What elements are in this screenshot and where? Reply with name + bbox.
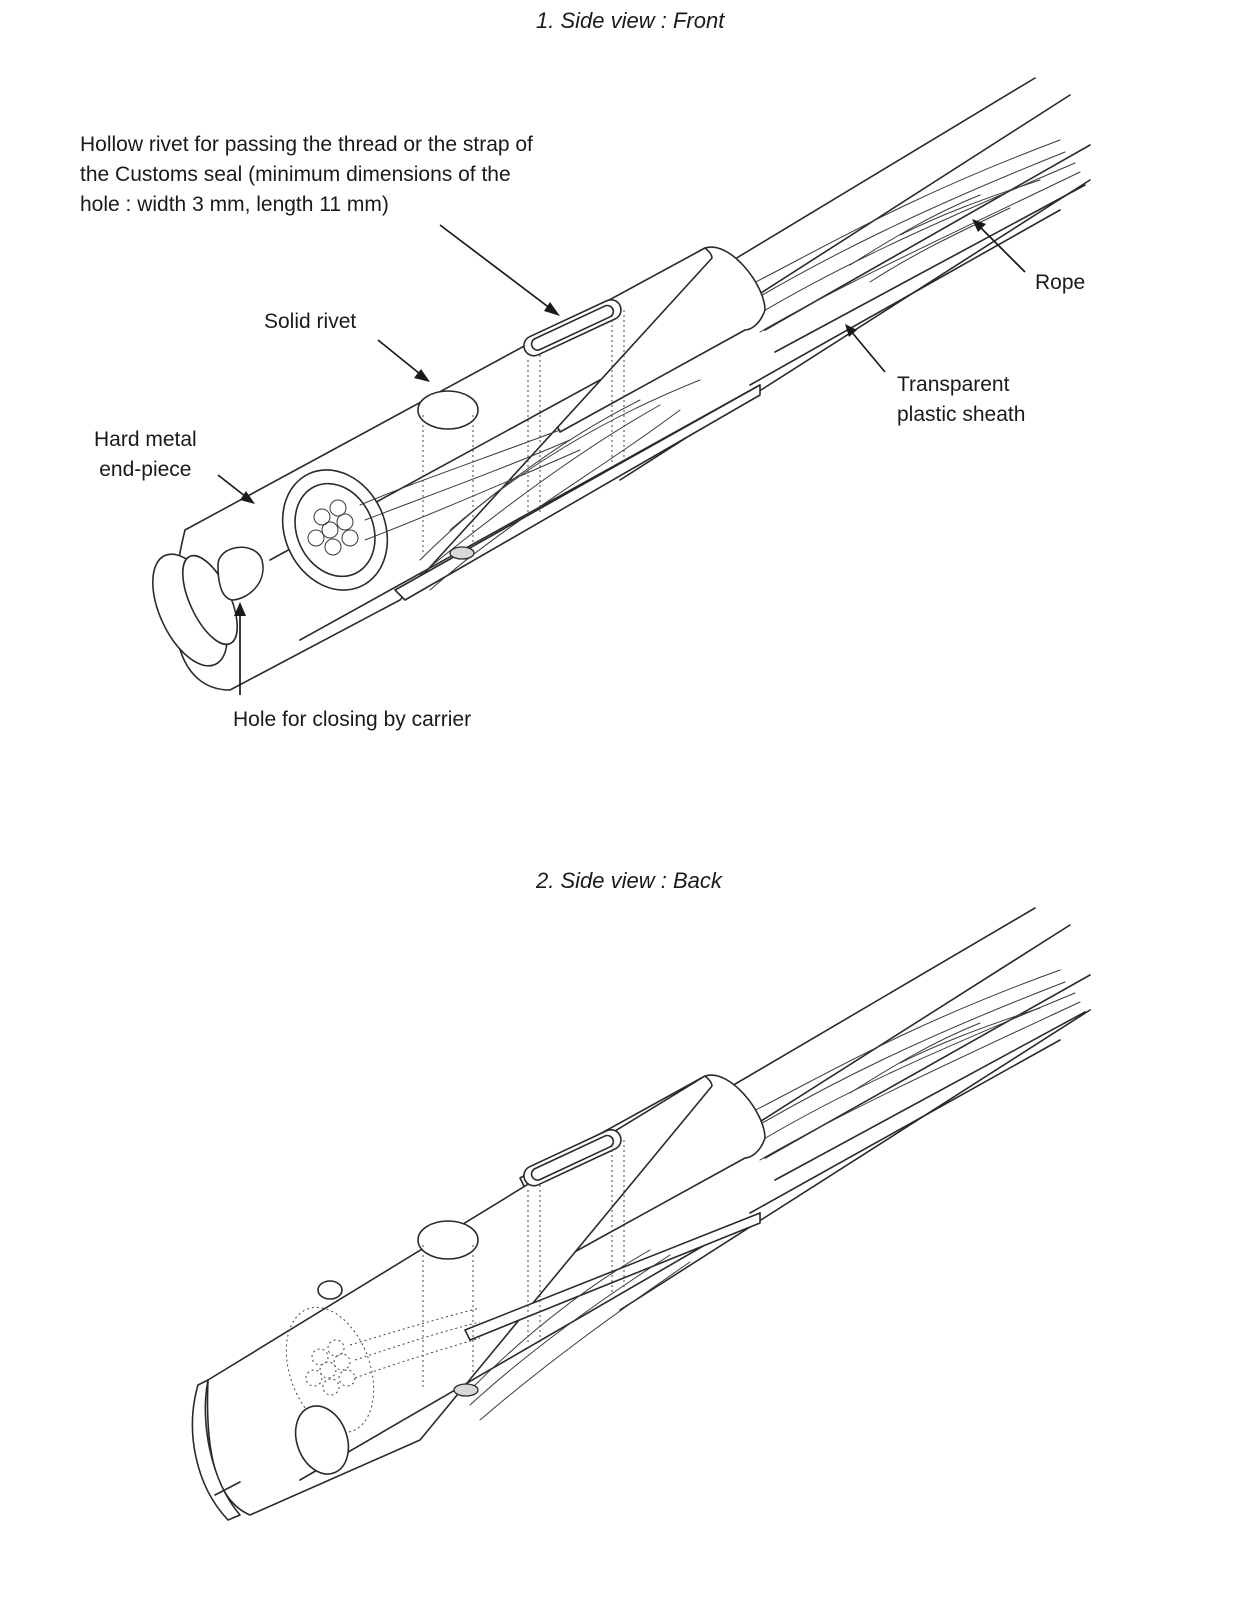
back-hollow-rivet (523, 1129, 622, 1187)
back-metal-tube (206, 1075, 713, 1516)
front-sheath-edge-lower (749, 209, 1061, 386)
hollow-rivet-label-line-2: the Customs seal (minimum dimensions of … (80, 163, 511, 186)
back-view-drawing (191, 907, 1091, 1521)
front-closing-hole (217, 546, 264, 601)
front-rope (724, 77, 1091, 353)
hard-metal-label-line-2: end-piece (99, 458, 192, 481)
back-closing-hole (317, 1280, 343, 1300)
back-tube-end (191, 1379, 241, 1521)
front-solid-rivet (417, 390, 479, 430)
hollow-rivet-label-line-3: hole : width 3 mm, length 11 mm) (80, 193, 389, 216)
hard-metal-end-piece-label: Hard metal end-piece (94, 425, 197, 485)
back-sheath-edge-lower (749, 1039, 1061, 1214)
back-solid-rivet (417, 1220, 479, 1260)
front-hollow-rivet (523, 299, 622, 357)
hard-metal-label-line-1: Hard metal (94, 428, 197, 451)
front-wire-cluster (307, 499, 359, 556)
hollow-rivet-label: Hollow rivet for passing the thread or t… (80, 130, 533, 220)
front-cutaway-strip (394, 384, 761, 601)
front-view-title: 1. Side view : Front (536, 8, 725, 33)
sheath-label-line-2: plastic sheath (897, 403, 1026, 426)
front-view-drawing (152, 77, 1091, 695)
sheath-label-line-1: Transparent (897, 373, 1010, 396)
back-view-title: 2. Side view : Back (536, 868, 722, 893)
solid-rivet-label: Solid rivet (264, 310, 357, 333)
plastic-sheath-label: Transparent plastic sheath (897, 370, 1025, 430)
hollow-rivet-label-line-1: Hollow rivet for passing the thread or t… (80, 133, 533, 156)
back-rope (724, 907, 1091, 1181)
closing-hole-label: Hole for closing by carrier (233, 708, 472, 731)
front-leader-arrows (217, 219, 1026, 695)
rope-label: Rope (1035, 271, 1086, 294)
back-rope-bundle (285, 1306, 375, 1434)
back-sheath-edge-upper (619, 1009, 1091, 1311)
